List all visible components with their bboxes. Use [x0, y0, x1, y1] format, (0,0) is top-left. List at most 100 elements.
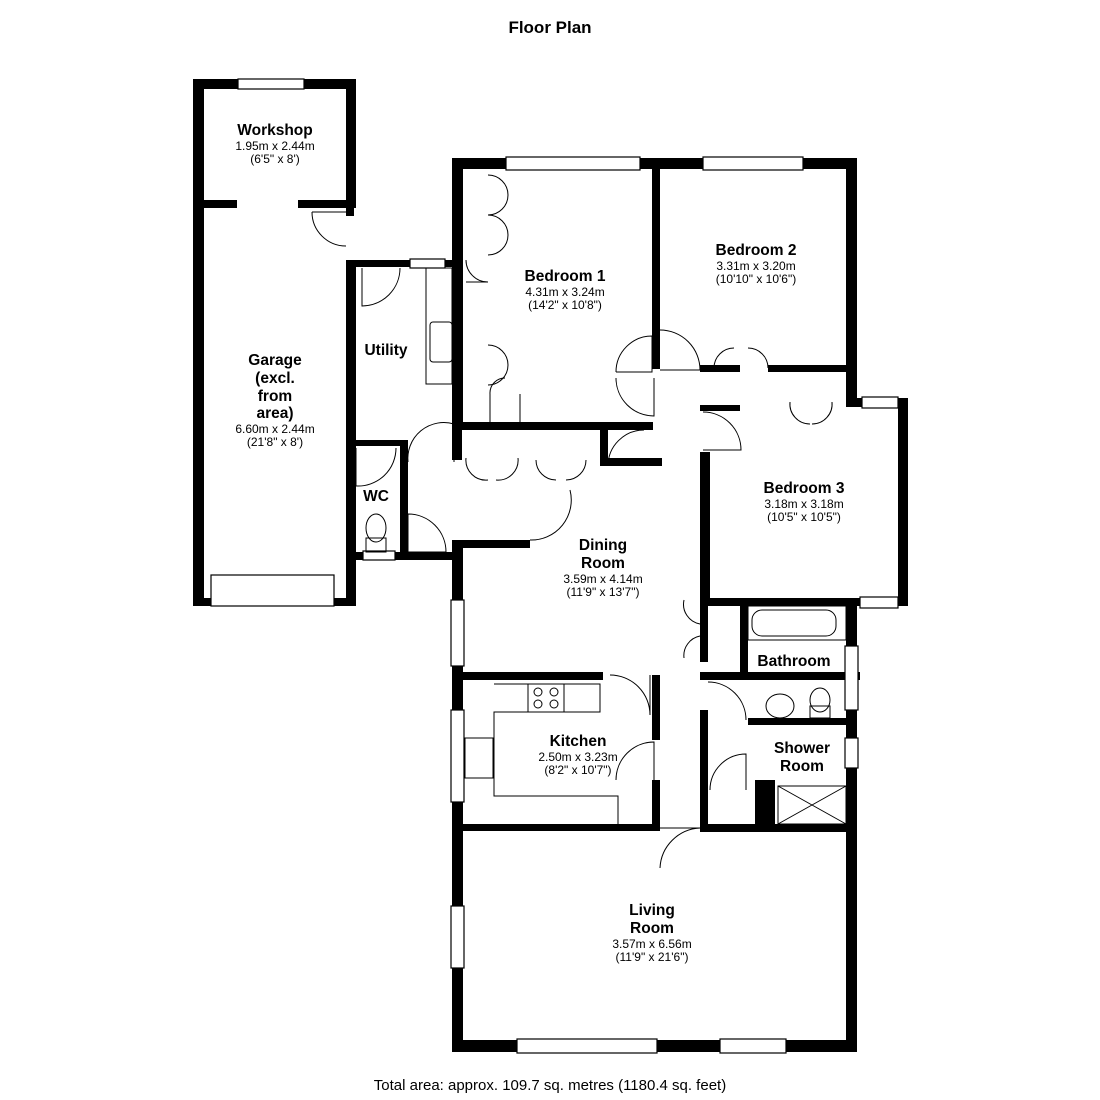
room-dimensions-metric: 2.50m x 3.23m	[538, 749, 618, 764]
door	[407, 513, 447, 553]
hob-ring	[533, 699, 543, 709]
room-dimensions-imperial: (11'9" x 21'6")	[615, 949, 689, 964]
door	[659, 329, 701, 371]
room-label-living-room: Living Room 3.57m x 6.56m (11'9" x 21'6"…	[572, 902, 732, 964]
room-dimensions-metric: 1.95m x 2.44m	[235, 138, 315, 153]
window	[859, 596, 899, 609]
bedroom3-south-wall	[700, 598, 908, 606]
door	[607, 429, 645, 467]
room-label-kitchen: Kitchen 2.50m x 3.23m (8'2" x 10'7")	[508, 733, 648, 777]
room-dimensions-metric: 4.31m x 3.24m	[525, 284, 605, 299]
room-name: WC	[363, 488, 389, 505]
window	[702, 156, 804, 171]
wc-south-wall	[346, 552, 460, 560]
doors	[311, 174, 833, 869]
room-name: area)	[256, 405, 294, 423]
room-dimensions-metric: 3.31m x 3.20m	[716, 258, 796, 273]
door	[615, 377, 655, 417]
wardrobe-door	[489, 377, 521, 422]
garage-east-wall	[346, 260, 356, 606]
wardrobe-door	[535, 459, 587, 481]
shower-west-wall	[700, 710, 708, 830]
room-label-utility: Utility	[354, 342, 418, 360]
window	[844, 645, 859, 711]
wardrobe-door	[487, 174, 509, 256]
kitchen-east-wall-upper	[652, 675, 660, 740]
room-dimensions-metric: 3.57m x 6.56m	[612, 936, 692, 951]
wardrobe-door	[465, 457, 519, 481]
wardrobe-door	[789, 401, 833, 425]
window	[450, 599, 465, 667]
door	[709, 753, 747, 791]
bathroom-west-wall	[740, 598, 748, 678]
door	[529, 489, 572, 541]
room-name: Garage	[248, 352, 302, 369]
room-name: Room	[581, 554, 625, 572]
fixtures	[365, 267, 847, 826]
room-dimensions-imperial: (10'5" x 10'5")	[767, 510, 841, 524]
windows	[210, 78, 899, 1054]
hob-ring	[549, 699, 559, 709]
room-dimensions-metric: 6.60m x 2.44m	[235, 422, 315, 437]
door	[355, 447, 397, 487]
bed3-north-partition	[700, 405, 740, 411]
bathroom-south-wall-left	[700, 672, 860, 680]
bed2-wardrobe-wall	[700, 365, 740, 372]
room-name: Bedroom 3	[763, 480, 845, 497]
window	[719, 1038, 787, 1054]
room-dimensions-imperial: (8'2" x 10'7")	[544, 763, 612, 777]
wardrobe-door	[713, 347, 769, 369]
bed2-south-wall	[768, 365, 853, 372]
wc-east-wall	[400, 440, 408, 560]
cupboard-south-wall	[600, 458, 662, 466]
door	[707, 681, 747, 721]
room-label-bathroom: Bathroom	[744, 653, 844, 671]
workshop-partition-left	[193, 200, 237, 208]
room-dimensions-imperial: (6'5" x 8')	[250, 152, 300, 166]
toilet-icon	[365, 513, 387, 543]
door	[609, 674, 651, 716]
room-label-shower-room: Shower Room	[756, 740, 848, 776]
window	[237, 78, 305, 90]
shower-tray-cross	[777, 785, 847, 825]
dining-north-wall	[452, 540, 530, 548]
room-name: Shower	[774, 740, 830, 757]
room-dimensions-imperial: (10'10" x 10'6")	[715, 272, 797, 286]
cupboard-wall	[600, 422, 608, 464]
room-label-bedroom-2: Bedroom 2 3.31m x 3.20m (10'10" x 10'6")	[672, 242, 840, 286]
room-name: Kitchen	[549, 733, 607, 750]
shower-tray-icon	[777, 785, 847, 825]
total-area-caption: Total area: approx. 109.7 sq. metres (11…	[373, 1077, 727, 1094]
room-dimensions-imperial: (14'2" x 10'8")	[528, 298, 602, 312]
room-label-dining-room: Dining Room 3.59m x 4.14m (11'9" x 13'7"…	[528, 537, 678, 599]
room-label-wc: WC	[352, 488, 400, 506]
toilet-cistern	[365, 537, 387, 553]
kitchen-worktop	[493, 683, 619, 826]
shower-tray-wall	[755, 780, 775, 830]
bedroom3-east-wall	[898, 398, 908, 606]
hob-ring	[533, 687, 543, 697]
window	[450, 905, 465, 969]
door	[407, 422, 455, 463]
door	[615, 741, 655, 781]
room-dimensions-imperial: (11'9" x 13'7")	[566, 584, 640, 599]
kitchen-north-wall	[463, 672, 603, 680]
kitchen-sink-icon	[464, 737, 494, 779]
door	[683, 599, 701, 659]
room-name: Living	[629, 902, 675, 919]
window	[844, 737, 859, 769]
garage-west-wall	[193, 79, 204, 606]
room-name: (excl.	[255, 369, 295, 387]
bedroom2-east-wall	[846, 158, 857, 398]
door	[615, 335, 653, 373]
bathroom-west-wall-upper	[700, 606, 708, 662]
room-name: Dining	[578, 537, 628, 554]
workshop-partition-right	[298, 200, 356, 208]
bath-icon	[747, 605, 847, 641]
window	[516, 1038, 658, 1054]
door	[465, 259, 489, 283]
shower-north-wall	[748, 718, 853, 725]
bath-inner	[751, 609, 837, 637]
garage-door	[210, 574, 335, 607]
room-name: Bedroom 1	[524, 268, 606, 285]
